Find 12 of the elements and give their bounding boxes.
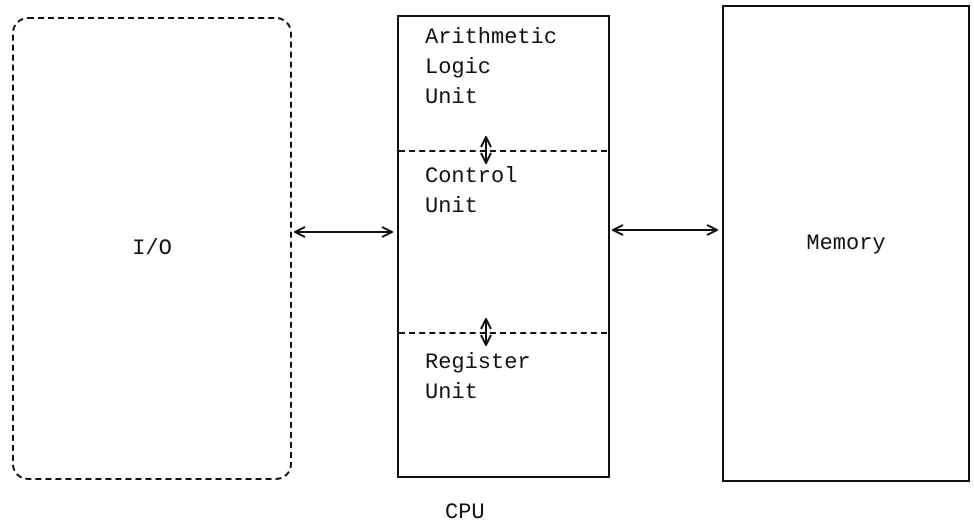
arrow bbox=[294, 226, 393, 238]
box-label: I/O bbox=[132, 234, 172, 262]
box-title: CPU bbox=[445, 500, 485, 525]
unit-label: Register Unit bbox=[425, 349, 532, 407]
arrow bbox=[480, 318, 492, 346]
arrow bbox=[480, 136, 492, 164]
box-label: Memory bbox=[806, 230, 886, 258]
arrow bbox=[612, 224, 718, 236]
unit-label: Control Unit bbox=[425, 163, 518, 221]
io-box bbox=[12, 17, 292, 480]
memory-box bbox=[722, 5, 970, 482]
unit-label: Arithmetic Logic Unit bbox=[425, 24, 558, 112]
